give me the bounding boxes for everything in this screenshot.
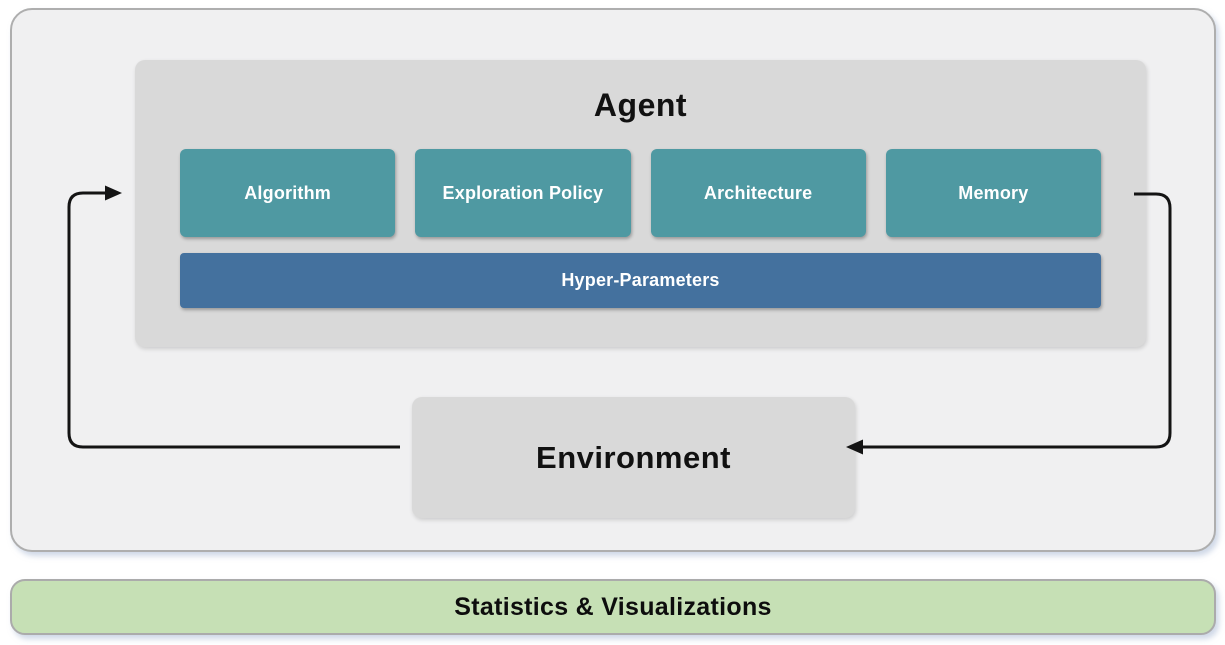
agent-modules-row: Algorithm Exploration Policy Architectur… [180,149,1101,237]
statistics-visualizations-bar: Statistics & Visualizations [10,579,1216,635]
agent-box: Agent Algorithm Exploration Policy Archi… [135,60,1146,347]
module-exploration-policy: Exploration Policy [415,149,631,237]
module-algorithm: Algorithm [180,149,396,237]
hyper-parameters-bar: Hyper-Parameters [180,253,1101,308]
module-architecture: Architecture [650,149,866,237]
module-memory: Memory [885,149,1101,237]
training-loop-panel: Agent Algorithm Exploration Policy Archi… [10,8,1216,552]
agent-title: Agent [593,87,688,123]
environment-box: Environment [412,397,855,518]
